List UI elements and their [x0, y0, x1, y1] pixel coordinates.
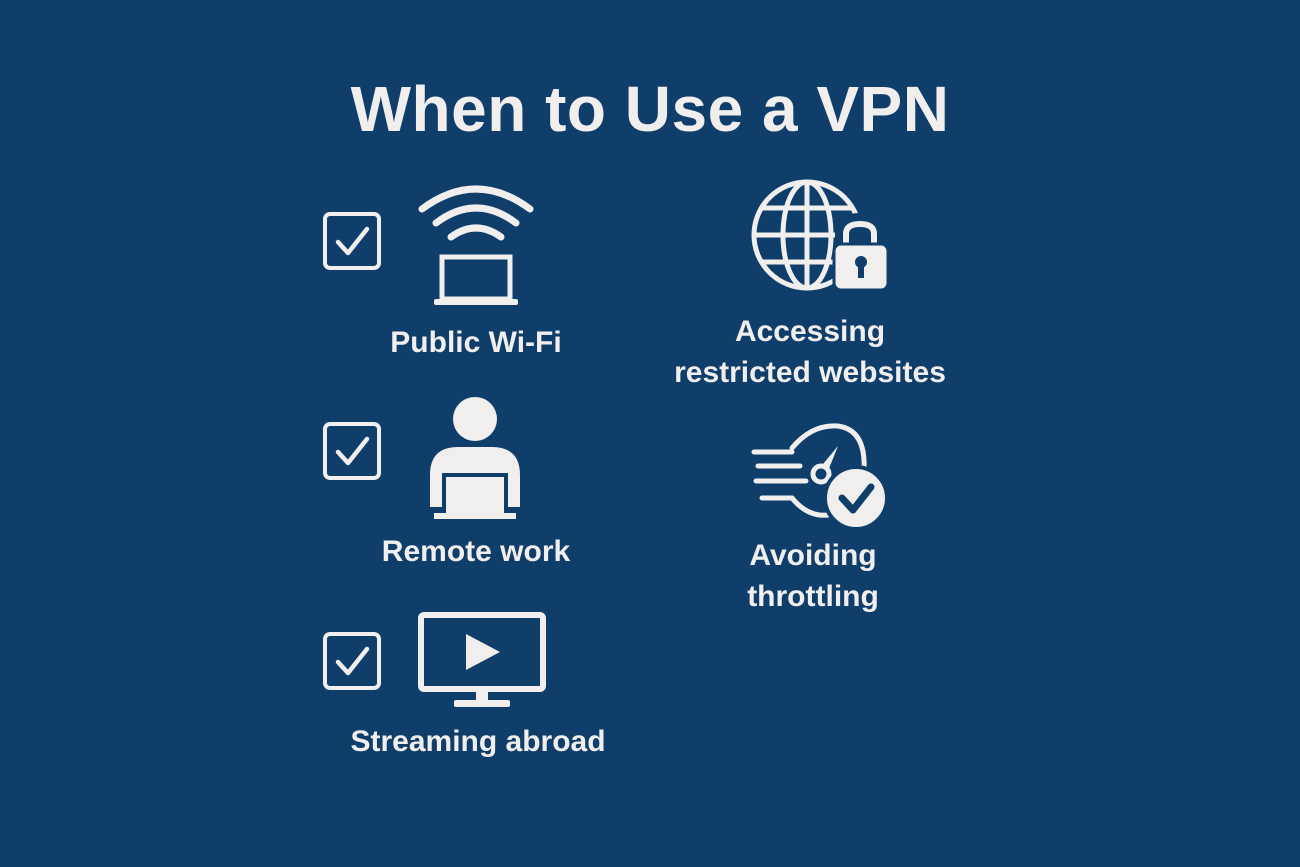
checkbox-streaming-abroad — [323, 632, 381, 690]
item-label-avoiding-throttling: Avoiding throttling — [663, 535, 963, 617]
label-line: throttling — [747, 580, 879, 613]
checkbox-remote-work — [323, 422, 381, 480]
checkbox-checked-icon — [323, 632, 381, 690]
checkbox-checked-icon — [323, 212, 381, 270]
item-label-public-wifi: Public Wi-Fi — [390, 326, 562, 359]
monitor-play-icon — [418, 612, 546, 710]
checkbox-checked-icon — [323, 422, 381, 480]
label-line: Accessing — [734, 315, 886, 348]
wifi-laptop-icon — [418, 183, 534, 307]
label-line: Avoiding — [749, 539, 877, 572]
page-title: When to Use a VPN — [350, 73, 950, 145]
item-label-restricted-websites: Accessing restricted websites — [640, 311, 980, 393]
person-laptop-icon — [428, 397, 524, 521]
speedometer-check-icon — [751, 420, 892, 532]
globe-lock-icon — [751, 178, 892, 294]
checkbox-public-wifi — [323, 212, 381, 270]
label-line: restricted websites — [674, 356, 946, 389]
item-label-remote-work: Remote work — [381, 535, 571, 568]
item-label-streaming-abroad: Streaming abroad — [350, 725, 606, 758]
